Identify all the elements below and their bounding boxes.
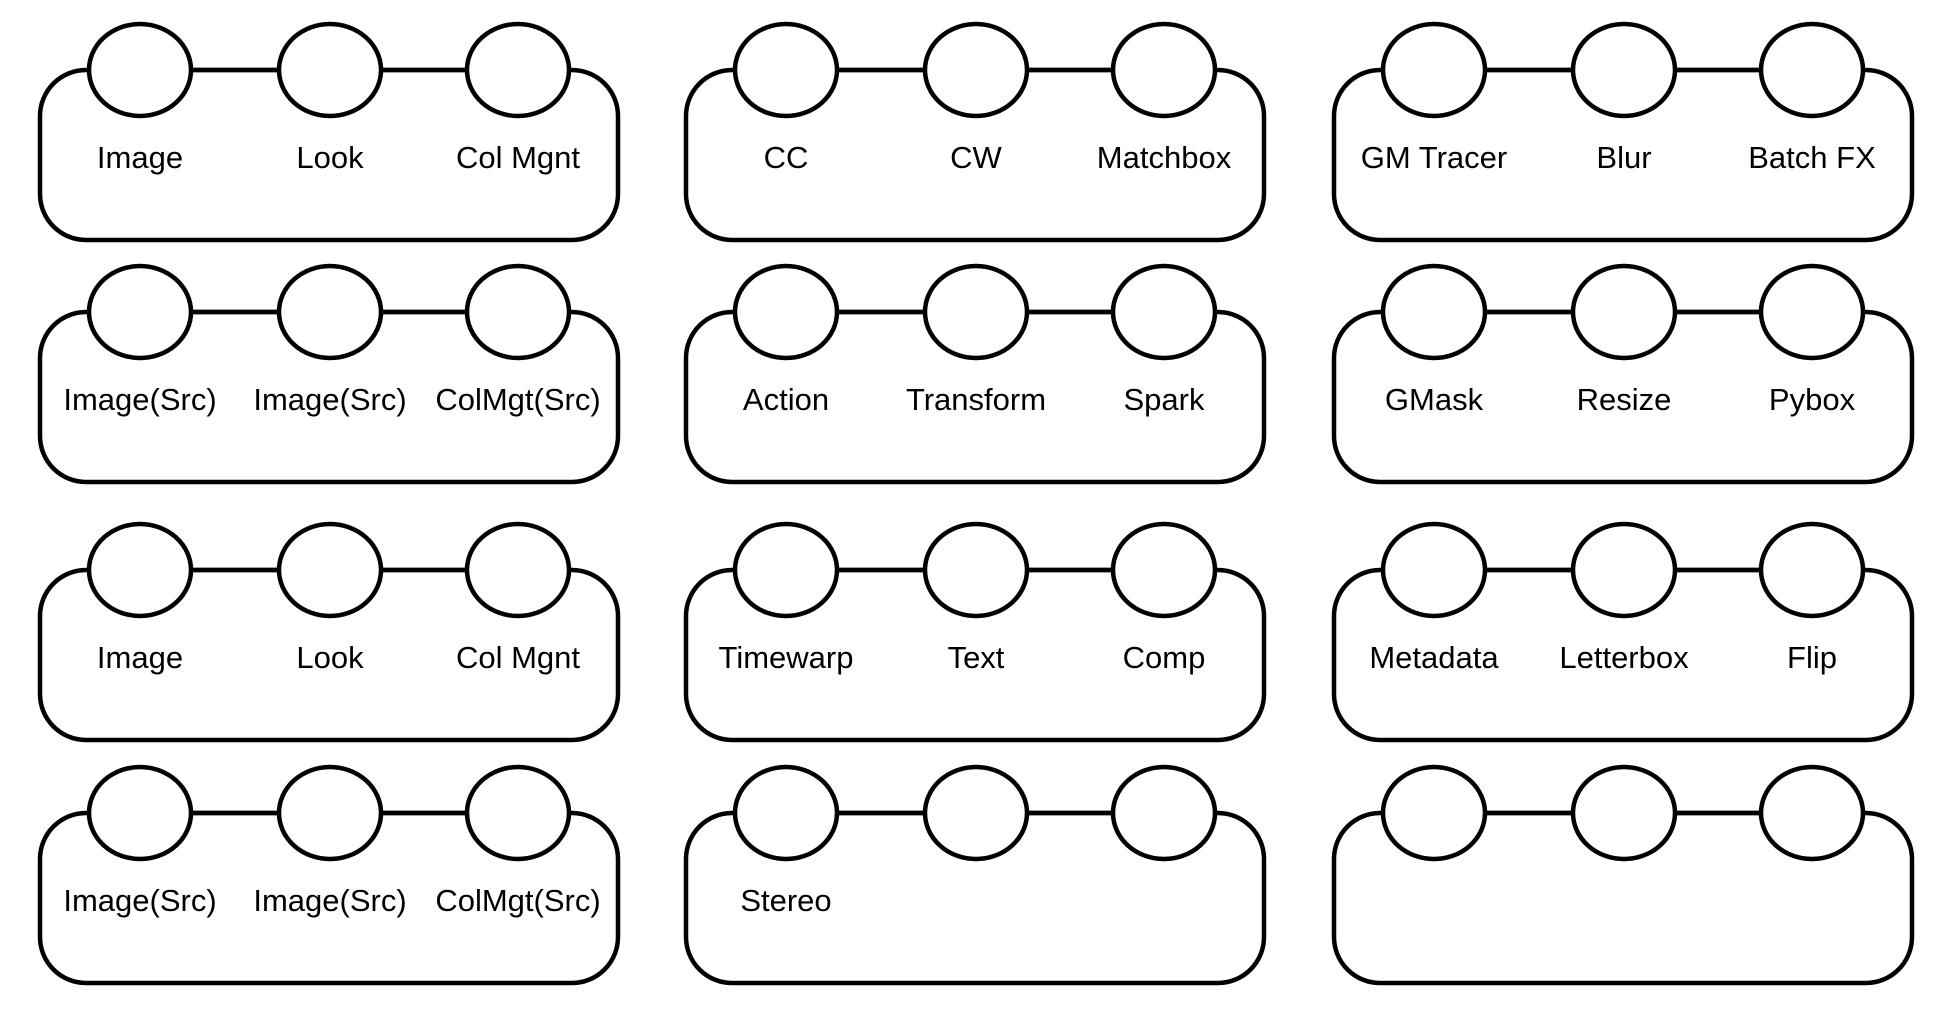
knob-circle[interactable] xyxy=(464,764,572,862)
knob-circle[interactable] xyxy=(732,764,840,862)
button-label: Spark xyxy=(1124,382,1205,417)
knob-circle[interactable] xyxy=(1110,764,1218,862)
knob-circle[interactable] xyxy=(464,521,572,619)
knob-circle[interactable] xyxy=(86,521,194,619)
knob-circle[interactable] xyxy=(86,21,194,119)
button-label: Image(Src) xyxy=(253,883,406,918)
button-label: Timewarp xyxy=(719,640,854,675)
button-label: Matchbox xyxy=(1097,140,1232,175)
knob-circle[interactable] xyxy=(922,21,1030,119)
button-label: Blur xyxy=(1596,140,1651,175)
button-label: CC xyxy=(764,140,809,175)
button-bank: GM Tracer Blur Batch FX xyxy=(1331,21,1915,243)
button-label: ColMgt(Src) xyxy=(435,883,600,918)
knob-circle[interactable] xyxy=(1758,764,1866,862)
button-bank: Stereo xyxy=(683,764,1267,986)
button-label: Image xyxy=(97,640,183,675)
knob-circle[interactable] xyxy=(464,263,572,361)
knob-circle[interactable] xyxy=(1570,263,1678,361)
knob-circle[interactable] xyxy=(1570,521,1678,619)
knob-circle[interactable] xyxy=(86,764,194,862)
button-label: Look xyxy=(296,140,364,175)
knob-circle[interactable] xyxy=(922,263,1030,361)
knob-circle[interactable] xyxy=(1110,263,1218,361)
button-bank: Action Transform Spark xyxy=(683,263,1267,485)
button-label: GMask xyxy=(1385,382,1484,417)
button-label: Image(Src) xyxy=(253,382,406,417)
button-label: CW xyxy=(950,140,1002,175)
button-label: Resize xyxy=(1577,382,1672,417)
knob-circle[interactable] xyxy=(1380,521,1488,619)
button-bank: Image(Src) Image(Src) ColMgt(Src) xyxy=(37,764,621,986)
button-label: Batch FX xyxy=(1748,140,1876,175)
button-label: Image(Src) xyxy=(63,382,216,417)
button-label: GM Tracer xyxy=(1361,140,1507,175)
button-label: Col Mgnt xyxy=(456,140,580,175)
button-label: Look xyxy=(296,640,364,675)
button-bank: Metadata Letterbox Flip xyxy=(1331,521,1915,743)
knob-circle[interactable] xyxy=(1758,263,1866,361)
knob-circle[interactable] xyxy=(922,521,1030,619)
button-bank: Timewarp Text Comp xyxy=(683,521,1267,743)
button-label: Comp xyxy=(1123,640,1206,675)
button-label: Image xyxy=(97,140,183,175)
knob-circle[interactable] xyxy=(276,21,384,119)
knob-circle[interactable] xyxy=(732,263,840,361)
button-bank: GMask Resize Pybox xyxy=(1331,263,1915,485)
knob-circle[interactable] xyxy=(1380,764,1488,862)
knob-circle[interactable] xyxy=(276,521,384,619)
button-bank: CC CW Matchbox xyxy=(683,21,1267,243)
knob-circle[interactable] xyxy=(276,263,384,361)
button-label: Action xyxy=(743,382,829,417)
knob-circle[interactable] xyxy=(1570,21,1678,119)
button-label: Letterbox xyxy=(1559,640,1689,675)
knob-circle[interactable] xyxy=(1110,521,1218,619)
button-bank xyxy=(1331,764,1915,986)
button-label: Metadata xyxy=(1369,640,1499,675)
button-label: Flip xyxy=(1787,640,1837,675)
button-bank: Image Look Col Mgnt xyxy=(37,521,621,743)
button-label: Text xyxy=(948,640,1005,675)
knob-circle[interactable] xyxy=(1110,21,1218,119)
knob-circle[interactable] xyxy=(86,263,194,361)
knob-circle[interactable] xyxy=(1380,263,1488,361)
button-label: Transform xyxy=(906,382,1046,417)
knob-circle[interactable] xyxy=(276,764,384,862)
knob-circle[interactable] xyxy=(1758,21,1866,119)
knob-circle[interactable] xyxy=(922,764,1030,862)
button-label: Pybox xyxy=(1769,382,1856,417)
button-label: ColMgt(Src) xyxy=(435,382,600,417)
knob-circle[interactable] xyxy=(464,21,572,119)
knob-circle[interactable] xyxy=(1758,521,1866,619)
button-bank: Image(Src) Image(Src) ColMgt(Src) xyxy=(37,263,621,485)
button-label: Stereo xyxy=(740,883,831,918)
knob-circle[interactable] xyxy=(732,521,840,619)
button-bank: Image Look Col Mgnt xyxy=(37,21,621,243)
button-label: Col Mgnt xyxy=(456,640,580,675)
knob-circle[interactable] xyxy=(732,21,840,119)
knob-circle[interactable] xyxy=(1380,21,1488,119)
knob-circle[interactable] xyxy=(1570,764,1678,862)
button-label: Image(Src) xyxy=(63,883,216,918)
